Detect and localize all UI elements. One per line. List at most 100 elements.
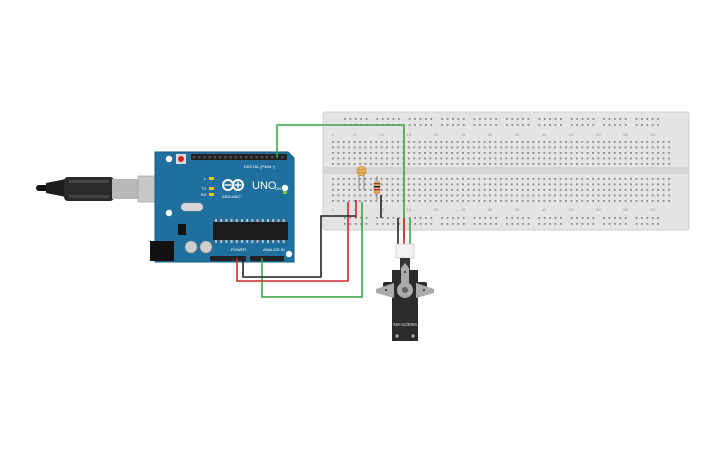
terminal-hole bbox=[608, 163, 611, 165]
terminal-hole bbox=[353, 163, 356, 165]
rail-hole bbox=[608, 118, 611, 120]
rail-hole bbox=[587, 118, 589, 120]
header-pin bbox=[234, 156, 237, 159]
terminal-hole bbox=[575, 157, 578, 160]
breadboard[interactable]: 1155101015152020252530303535404045455050… bbox=[322, 111, 690, 231]
reset-button-cap[interactable] bbox=[178, 156, 184, 162]
terminal-hole bbox=[521, 178, 524, 180]
terminal-hole bbox=[429, 146, 432, 149]
terminal-hole bbox=[483, 163, 486, 165]
terminal-hole bbox=[380, 146, 383, 149]
terminal-hole bbox=[397, 178, 399, 180]
analog-header[interactable] bbox=[250, 256, 284, 261]
terminal-hole bbox=[500, 157, 502, 160]
terminal-hole bbox=[364, 146, 367, 149]
analog-label: ANALOG IN bbox=[263, 247, 285, 252]
chip-pin bbox=[241, 240, 243, 243]
terminal-hole bbox=[375, 146, 378, 149]
terminal-hole bbox=[565, 194, 567, 197]
terminal-hole bbox=[527, 200, 529, 202]
rail-hole bbox=[527, 217, 530, 219]
terminal-hole bbox=[375, 157, 378, 160]
rail-hole bbox=[365, 223, 368, 225]
arduino-uno[interactable]: DIGITAL (PWM~) UNO ARDUINO L TX RX ON bbox=[150, 151, 295, 263]
column-number: 1 bbox=[332, 132, 335, 137]
terminal-hole bbox=[391, 200, 394, 202]
terminal-hole bbox=[635, 183, 638, 186]
terminal-hole bbox=[489, 152, 491, 154]
power-header[interactable] bbox=[210, 256, 246, 261]
rail-hole bbox=[484, 217, 487, 219]
terminal-hole bbox=[429, 183, 432, 186]
terminal-hole bbox=[657, 200, 659, 202]
terminal-hole bbox=[657, 178, 659, 180]
terminal-hole bbox=[570, 178, 573, 180]
header-pin bbox=[219, 156, 222, 159]
power-jack[interactable] bbox=[150, 241, 174, 261]
rail-hole bbox=[560, 118, 562, 120]
terminal-hole bbox=[451, 194, 454, 197]
terminal-hole bbox=[348, 178, 351, 180]
rail-hole bbox=[387, 217, 389, 219]
terminal-hole bbox=[532, 178, 535, 180]
terminal-hole bbox=[516, 146, 519, 149]
rail-hole bbox=[549, 217, 551, 219]
rail-hole bbox=[425, 223, 427, 225]
rail-hole bbox=[349, 217, 352, 219]
servo-horn-top bbox=[401, 263, 409, 287]
terminal-hole bbox=[424, 157, 426, 160]
terminal-hole bbox=[505, 146, 508, 149]
terminal-hole bbox=[359, 146, 361, 149]
terminal-hole bbox=[489, 157, 491, 160]
terminal-hole bbox=[467, 200, 470, 202]
terminal-hole bbox=[348, 200, 351, 202]
rail-hole bbox=[527, 124, 530, 126]
terminal-hole bbox=[581, 200, 584, 202]
resistor[interactable] bbox=[373, 176, 381, 200]
terminal-hole bbox=[397, 189, 399, 191]
capacitor bbox=[184, 240, 198, 254]
column-number: 40 bbox=[542, 132, 547, 137]
terminal-hole bbox=[380, 163, 383, 165]
terminal-hole bbox=[603, 200, 605, 202]
terminal-hole bbox=[353, 178, 356, 180]
terminal-hole bbox=[483, 146, 486, 149]
terminal-hole bbox=[608, 146, 611, 149]
terminal-hole bbox=[472, 183, 475, 186]
terminal-hole bbox=[440, 146, 443, 149]
terminal-hole bbox=[342, 178, 345, 180]
terminal-hole bbox=[359, 157, 361, 160]
terminal-hole bbox=[364, 141, 367, 143]
terminal-hole bbox=[651, 194, 654, 197]
chip-pin bbox=[215, 219, 217, 222]
wire-red-5v[interactable] bbox=[236, 202, 349, 282]
usb-cable[interactable] bbox=[36, 175, 171, 203]
terminal-hole bbox=[472, 163, 475, 165]
wire-green-signal[interactable] bbox=[276, 124, 405, 238]
terminal-hole bbox=[662, 157, 665, 160]
rail-hole bbox=[392, 223, 395, 225]
terminal-hole bbox=[505, 157, 508, 160]
terminal-hole bbox=[386, 146, 388, 149]
rail-hole bbox=[587, 223, 589, 225]
terminal-hole bbox=[386, 194, 388, 197]
photoresistor[interactable] bbox=[356, 166, 367, 191]
terminal-hole bbox=[586, 178, 589, 180]
terminal-hole bbox=[646, 141, 649, 143]
terminal-hole bbox=[505, 183, 508, 186]
terminal-hole bbox=[380, 157, 383, 160]
servo-motor[interactable]: SM-S2309S bbox=[376, 243, 434, 341]
terminal-hole bbox=[651, 141, 654, 143]
terminal-hole bbox=[489, 189, 491, 191]
terminal-hole bbox=[424, 146, 426, 149]
wire-black-gnd[interactable] bbox=[242, 215, 356, 278]
header-pin bbox=[213, 156, 216, 159]
terminal-hole bbox=[456, 157, 459, 160]
column-number: 5 bbox=[353, 132, 356, 137]
terminal-hole bbox=[440, 157, 443, 160]
terminal-hole bbox=[375, 200, 378, 202]
chip-pin bbox=[215, 240, 217, 243]
terminal-hole bbox=[608, 178, 611, 180]
digital-header[interactable] bbox=[191, 154, 287, 160]
